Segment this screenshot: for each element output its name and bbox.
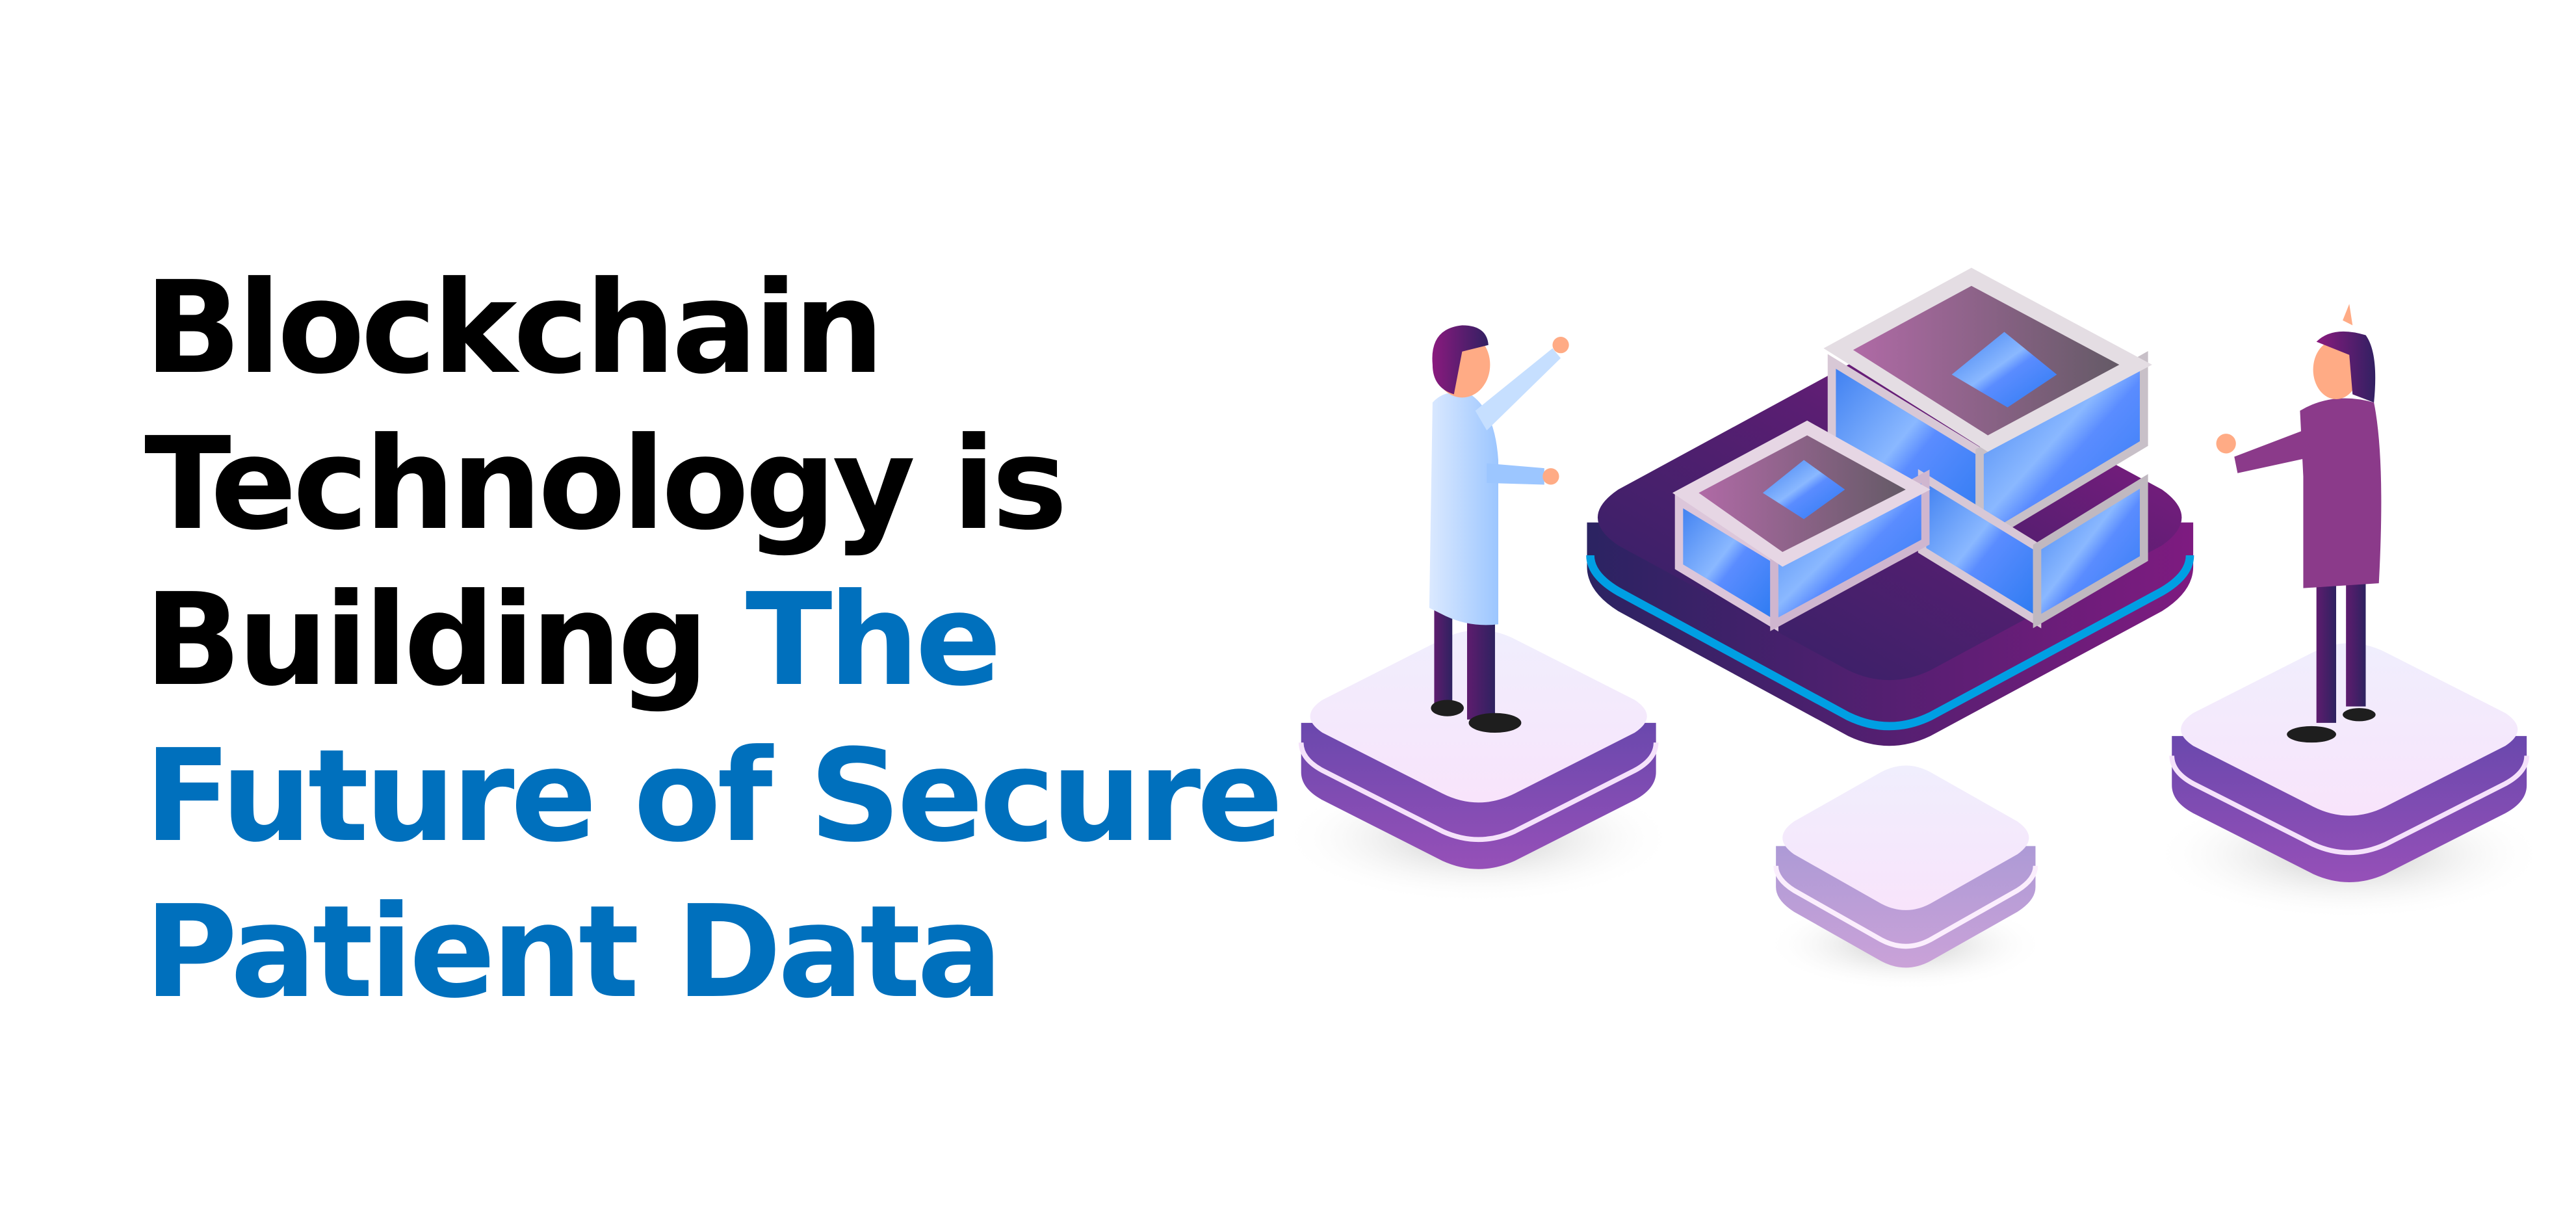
hospital-building-icon	[1672, 267, 2152, 632]
headline-line-3-accent: The	[745, 566, 1002, 714]
headline-line-3-black: Building	[144, 566, 709, 714]
doctor-figure-icon	[1429, 325, 1569, 733]
headline-line-1: Blockchain	[144, 254, 884, 402]
pedestal-right-icon	[2152, 643, 2547, 921]
headline-line-2: Technology is	[144, 410, 1068, 558]
pedestal-center-icon	[1765, 765, 2046, 991]
businessman-figure-icon	[2216, 304, 2382, 743]
headline-line-4: Future of Secure	[144, 722, 1283, 871]
pedestal-left-icon	[1281, 630, 1676, 904]
headline-line-5: Patient Data	[144, 878, 1003, 1027]
headline-line-3: Building The	[144, 562, 1279, 718]
headline: Blockchain Technology is Building The Fu…	[144, 250, 1283, 1030]
